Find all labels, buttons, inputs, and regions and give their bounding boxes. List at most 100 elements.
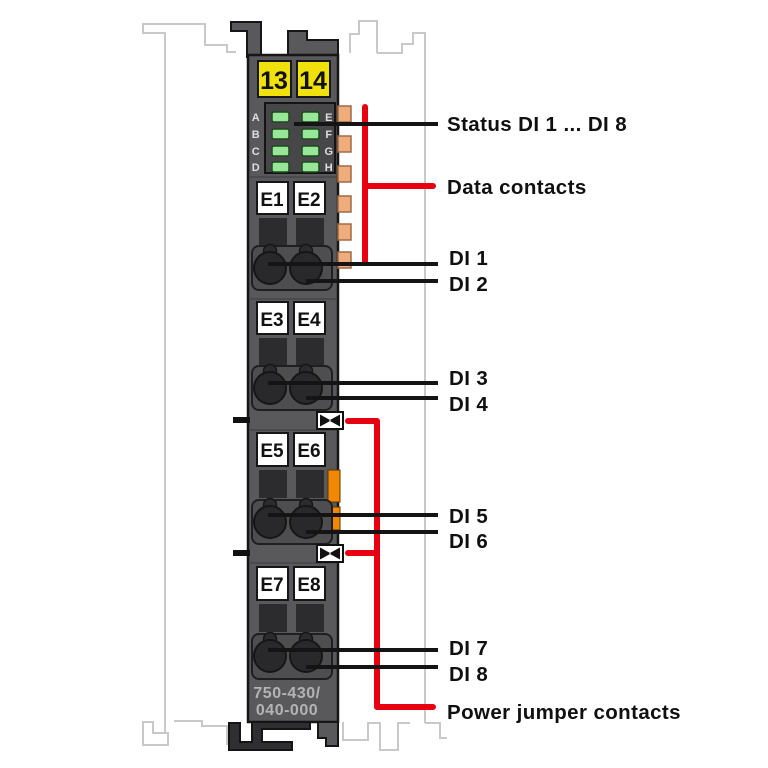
din-rail-foot-left bbox=[228, 721, 311, 751]
callout-label-di2: DI 2 bbox=[449, 273, 488, 296]
right-neighbor-foot-outline bbox=[342, 722, 410, 751]
terminal-unit-1: E1 E2 bbox=[251, 181, 333, 291]
black-callout-lines bbox=[268, 122, 438, 669]
left-neighbor-step-outline bbox=[174, 720, 228, 745]
callout-label-di4: DI 4 bbox=[449, 393, 488, 416]
input-label-e6: E6 bbox=[297, 441, 320, 462]
top-clip-prong bbox=[287, 30, 339, 58]
data-contact bbox=[337, 223, 352, 241]
status-led bbox=[301, 128, 320, 140]
part-number-line2: 040-000 bbox=[256, 702, 318, 719]
data-contact bbox=[337, 105, 352, 123]
pushbutton-opening bbox=[296, 218, 324, 246]
input-tag-e6 bbox=[293, 432, 326, 467]
input-tag-e3 bbox=[256, 301, 289, 335]
power-jumper-marker bbox=[316, 411, 344, 430]
input-label-e4: E4 bbox=[297, 310, 321, 331]
data-contact bbox=[337, 165, 352, 183]
status-led bbox=[271, 128, 290, 140]
terminal-13-tag bbox=[257, 60, 292, 98]
led-letter: D bbox=[252, 162, 260, 174]
status-leds bbox=[271, 111, 320, 173]
callout-label-di7: DI 7 bbox=[449, 637, 488, 660]
left-neighbor-top-outline bbox=[142, 23, 236, 733]
power-jumper-contact bbox=[327, 469, 341, 503]
terminal-unit-4: E7 E8 bbox=[251, 566, 333, 680]
callout-labels: Status DI 1 ... DI 8 Data contacts DI 1 … bbox=[447, 113, 681, 724]
led-letter: H bbox=[325, 162, 333, 174]
clamp-opening-di1 bbox=[253, 251, 287, 285]
input-label-e2: E2 bbox=[297, 190, 320, 211]
led-letter: F bbox=[325, 129, 332, 141]
data-contacts bbox=[337, 105, 352, 269]
clamp-opening-di5 bbox=[253, 505, 287, 539]
status-led bbox=[301, 161, 320, 173]
status-led bbox=[301, 111, 320, 123]
clamp-opening-di2 bbox=[289, 251, 323, 285]
bowtie-icon bbox=[320, 414, 340, 427]
power-terminal-labels: 13 14 bbox=[257, 60, 331, 98]
status-led bbox=[271, 161, 290, 173]
input-tag-e8 bbox=[293, 566, 326, 601]
segment-divider-1 bbox=[233, 411, 344, 430]
power-jumper-bracket bbox=[345, 418, 436, 710]
data-contact bbox=[337, 195, 352, 213]
module-top-clip bbox=[230, 21, 339, 58]
led-letter: A bbox=[252, 112, 260, 124]
callout-label-di8: DI 8 bbox=[449, 663, 488, 686]
input-label-e5: E5 bbox=[260, 441, 284, 462]
pushbutton-opening bbox=[259, 604, 287, 632]
input-label-e8: E8 bbox=[297, 575, 320, 596]
callout-label-power-jumper: Power jumper contacts bbox=[447, 701, 681, 724]
input-tag-e7 bbox=[256, 566, 289, 601]
input-label-e3: E3 bbox=[260, 310, 283, 331]
left-neighbor-foot-outline bbox=[142, 721, 169, 746]
red-callout-lines bbox=[345, 104, 436, 710]
divider-tick bbox=[233, 550, 250, 556]
callout-label-di6: DI 6 bbox=[449, 530, 488, 553]
input-tag-e4 bbox=[293, 301, 326, 335]
led-letter: G bbox=[324, 146, 333, 158]
callout-label-status: Status DI 1 ... DI 8 bbox=[447, 113, 627, 136]
neighbor-module-outlines bbox=[142, 20, 447, 751]
status-led bbox=[271, 111, 290, 123]
status-led bbox=[271, 145, 290, 157]
led-letter: E bbox=[325, 112, 333, 124]
status-led bbox=[301, 145, 320, 157]
status-led-panel: A B C D E F G H bbox=[252, 102, 336, 174]
input-tag-e1 bbox=[256, 181, 289, 215]
input-tag-e5 bbox=[256, 432, 289, 467]
pushbutton-opening bbox=[296, 338, 324, 366]
terminal-14-tag bbox=[296, 60, 331, 98]
divider-tick bbox=[233, 417, 250, 423]
terminal-unit-3: E5 E6 bbox=[251, 432, 341, 545]
right-neighbor-side-outline bbox=[377, 32, 426, 723]
segment-divider-2 bbox=[233, 544, 344, 563]
part-number-line1: 750-430/ bbox=[253, 685, 320, 702]
led-row-letters: A B C D E F G H bbox=[252, 112, 333, 174]
din-rail-foot-right bbox=[317, 721, 339, 747]
terminal-13-number: 13 bbox=[260, 67, 288, 95]
callout-label-di3: DI 3 bbox=[449, 367, 488, 390]
clamp-opening-di3 bbox=[253, 371, 287, 405]
pushbutton-opening bbox=[296, 604, 324, 632]
clamp-opening-di7 bbox=[253, 639, 287, 673]
pushbutton-opening bbox=[259, 218, 287, 246]
led-letter: B bbox=[252, 129, 260, 141]
right-neighbor-step-outline bbox=[425, 722, 447, 739]
right-neighbor-top-outline bbox=[349, 20, 378, 53]
callout-label-di5: DI 5 bbox=[449, 505, 488, 528]
input-label-e7: E7 bbox=[260, 575, 283, 596]
data-contact bbox=[337, 135, 352, 153]
terminal-14-number: 14 bbox=[299, 67, 327, 95]
input-label-e1: E1 bbox=[260, 190, 284, 211]
pushbutton-opening bbox=[296, 470, 324, 498]
callout-label-data-contacts: Data contacts bbox=[447, 176, 587, 199]
bowtie-icon bbox=[320, 547, 340, 560]
input-tag-e2 bbox=[293, 181, 326, 215]
led-letter: C bbox=[252, 146, 260, 158]
pushbutton-opening bbox=[259, 470, 287, 498]
part-number: 750-430/ 040-000 bbox=[253, 685, 320, 719]
